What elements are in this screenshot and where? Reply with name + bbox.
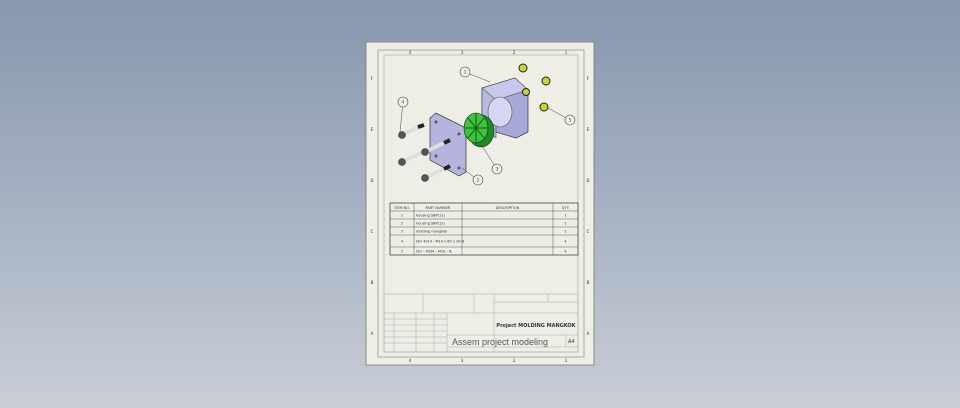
zone-label-right: B (587, 280, 590, 285)
zone-label-right: C (587, 229, 590, 234)
bom-cell-part: housing SBP1(2) (416, 221, 445, 225)
housing-part-1[interactable] (481, 77, 529, 139)
bom-cell-item: 1 (401, 213, 403, 217)
zone-label-right: F (587, 76, 590, 81)
bom-cell-qty: 1 (564, 229, 566, 233)
zone-label-top: 4 (409, 50, 412, 55)
bom-header: DESCRIPTION (496, 206, 520, 210)
title-block (383, 293, 579, 353)
bom-table[interactable]: ITEM NO. PART NUMBER DESCRIPTION QTY. 1 housi… (389, 202, 579, 256)
zone-label-top: 3 (461, 50, 464, 55)
balloon[interactable] (459, 66, 471, 78)
bom-cell-item: 5 (401, 249, 403, 253)
drawing-name: Assem project modeling (452, 337, 548, 347)
zone-label-top: 1 (565, 50, 568, 55)
bom-cell-qty: 1 (564, 213, 566, 217)
bom-cell-qty: 4 (564, 239, 567, 243)
balloon[interactable] (491, 163, 503, 175)
balloon-number: 3 (496, 167, 499, 172)
zone-label-left: E (371, 127, 374, 132)
bolts[interactable] (398, 123, 451, 182)
zone-label-left: A (371, 331, 374, 336)
balloon[interactable] (564, 114, 576, 126)
nuts[interactable] (518, 63, 551, 112)
bom-header: PART NUMBER (426, 206, 452, 210)
bom-cell-item: 4 (401, 239, 404, 243)
bom-cell-part: ISO - 4034 - M10 - N (416, 249, 452, 253)
sheet-border (377, 49, 585, 358)
zone-label-left: F (371, 76, 374, 81)
zone-label-bottom: 1 (565, 358, 568, 363)
zone-label-bottom: 3 (461, 358, 464, 363)
bom-cell-item: 3 (401, 229, 403, 233)
bom-cell-qty: 1 (564, 221, 566, 225)
zone-markers-top: 4 4 3 3 2 2 1 1 (409, 50, 568, 363)
drawing-sheet (365, 41, 595, 366)
zone-label-left: C (371, 229, 374, 234)
bom-cell-qty: 4 (564, 249, 567, 253)
zone-label-bottom: 2 (513, 358, 516, 363)
bom-header: QTY. (562, 206, 570, 210)
balloon-number: 4 (402, 100, 405, 105)
balloon-number: 2 (477, 178, 480, 183)
balloons: 1 4 5 3 2 (397, 66, 576, 186)
zone-label-right: D (586, 178, 589, 183)
project-title: Project MOLDING MANGKOK (496, 323, 576, 329)
bom-cell-part: housing SBP1(1) (416, 213, 445, 217)
molding-mangkok-part[interactable] (463, 112, 495, 148)
zone-label-right: E (587, 127, 590, 132)
exploded-view[interactable]: 1 4 5 3 2 (397, 63, 576, 186)
bom-cell-part: ISO 4014 - M10 x 60 x 26-N (416, 239, 465, 243)
balloon-number: 1 (464, 70, 467, 75)
zone-label-top: 2 (513, 50, 516, 55)
balloon[interactable] (397, 96, 409, 108)
housing-part-2[interactable] (429, 112, 467, 177)
sheet-size: A4 (568, 339, 575, 345)
balloon[interactable] (472, 174, 484, 186)
zone-markers-side: F F E E D D C C B B A A (370, 76, 589, 336)
zone-label-right: A (587, 331, 590, 336)
bom-cell-part: molding mangkok (416, 229, 448, 233)
zone-label-left: B (371, 280, 374, 285)
zone-label-bottom: 4 (409, 358, 412, 363)
zone-label-left: D (370, 178, 373, 183)
bom-header: ITEM NO. (394, 206, 410, 210)
bom-cell-item: 2 (401, 221, 403, 225)
balloon-number: 5 (569, 118, 572, 123)
